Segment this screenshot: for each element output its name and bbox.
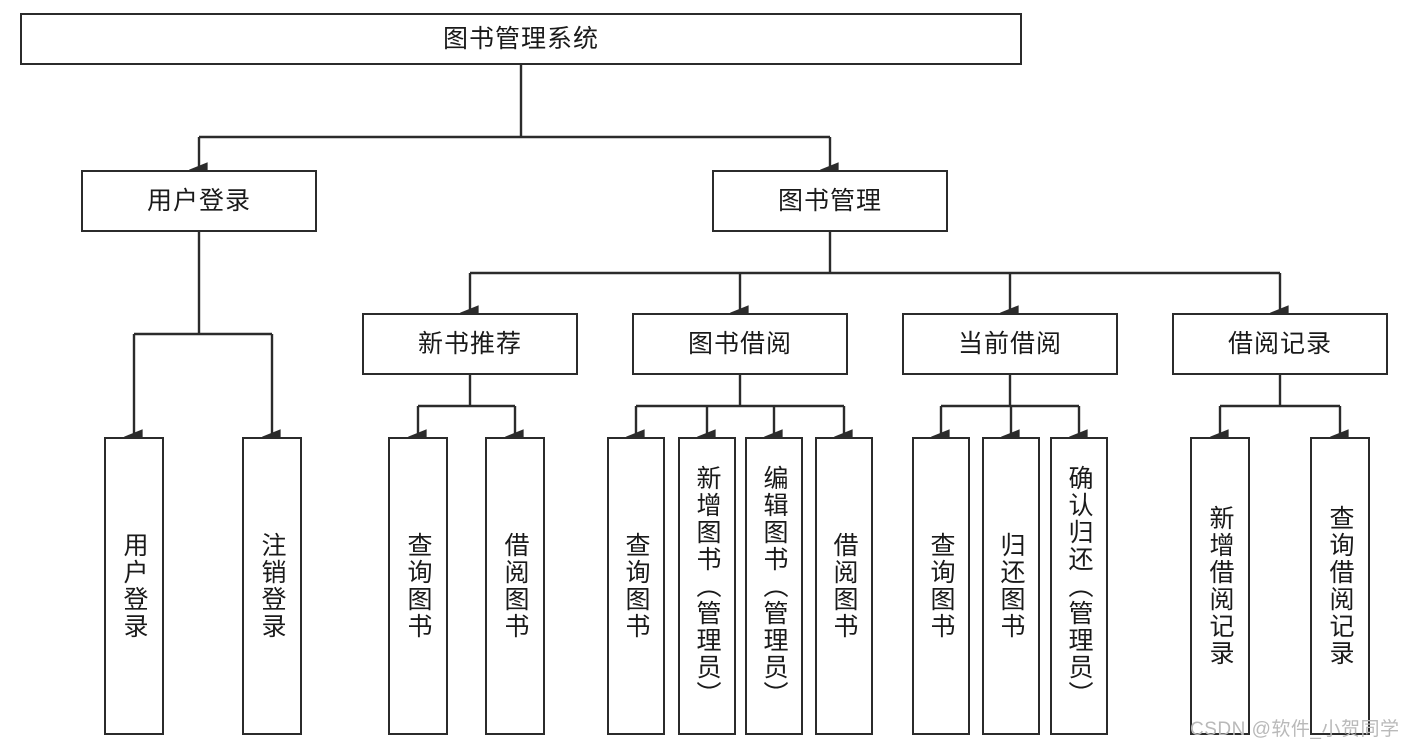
node-label: 查询图书 — [404, 532, 432, 640]
node-label: 确认归还（管理员） — [1065, 464, 1093, 708]
node-newbook[interactable]: 新书推荐 — [362, 313, 578, 375]
node-leaf13[interactable]: 查询借阅记录 — [1310, 437, 1370, 735]
node-record[interactable]: 借阅记录 — [1172, 313, 1388, 375]
node-label: 新增图书（管理员） — [693, 464, 721, 708]
node-label: 归还图书 — [997, 532, 1025, 640]
node-label: 用户登录 — [146, 187, 251, 215]
node-label: 编辑图书（管理员） — [760, 464, 788, 708]
node-leaf4[interactable]: 借阅图书 — [485, 437, 545, 735]
node-borrow[interactable]: 图书借阅 — [632, 313, 848, 375]
node-label: 注销登录 — [258, 532, 286, 640]
node-label: 图书借阅 — [687, 330, 792, 358]
node-leaf8[interactable]: 借阅图书 — [815, 437, 873, 735]
connector-edges — [123, 65, 1349, 445]
node-leaf5[interactable]: 查询图书 — [607, 437, 665, 735]
node-leaf7[interactable]: 编辑图书（管理员） — [745, 437, 803, 735]
node-label: 用户登录 — [120, 532, 148, 640]
node-root[interactable]: 图书管理系统 — [20, 13, 1022, 65]
node-label: 查询借阅记录 — [1326, 505, 1354, 667]
node-leaf3[interactable]: 查询图书 — [388, 437, 448, 735]
node-label: 借阅图书 — [830, 532, 858, 640]
node-bookmgmt[interactable]: 图书管理 — [712, 170, 948, 232]
node-label: 新增借阅记录 — [1206, 505, 1234, 667]
node-leaf10[interactable]: 归还图书 — [982, 437, 1040, 735]
node-label: 借阅图书 — [501, 532, 529, 640]
node-label: 查询图书 — [927, 532, 955, 640]
node-leaf9[interactable]: 查询图书 — [912, 437, 970, 735]
node-login[interactable]: 用户登录 — [81, 170, 317, 232]
watermark-label: CSDN @软件_小贺同学 — [1190, 719, 1400, 740]
node-leaf6[interactable]: 新增图书（管理员） — [678, 437, 736, 735]
node-label: 图书管理系统 — [442, 25, 599, 53]
node-current[interactable]: 当前借阅 — [902, 313, 1118, 375]
node-leaf1[interactable]: 用户登录 — [104, 437, 164, 735]
node-label: 当前借阅 — [957, 330, 1062, 358]
node-label: 借阅记录 — [1227, 330, 1332, 358]
node-leaf12[interactable]: 新增借阅记录 — [1190, 437, 1250, 735]
node-leaf2[interactable]: 注销登录 — [242, 437, 302, 735]
node-label: 新书推荐 — [417, 330, 522, 358]
node-label: 查询图书 — [622, 532, 650, 640]
node-leaf11[interactable]: 确认归还（管理员） — [1050, 437, 1108, 735]
node-label: 图书管理 — [777, 187, 882, 215]
